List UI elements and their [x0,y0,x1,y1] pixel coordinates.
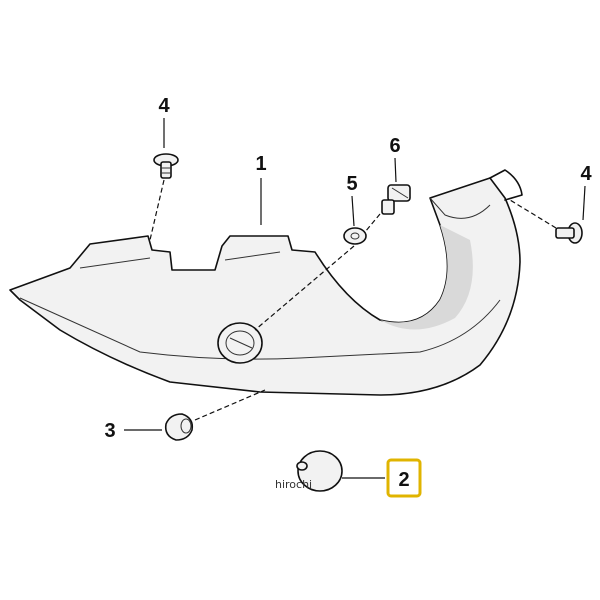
callout-6: 6 [389,135,400,157]
screw-4-left [153,153,179,179]
bolt-6 [381,184,411,215]
grommet-3 [164,413,194,441]
callout-3: 3 [104,420,115,442]
cap-2 [296,450,343,492]
highlight-box [386,458,422,498]
mounting-ring [217,322,263,364]
watermark: hirochi [275,478,312,491]
callout-2: 2 [398,469,409,491]
leader-lines [124,118,586,479]
callout-1: 1 [255,153,266,175]
callout-4-left: 4 [158,95,170,117]
callout-4-right: 4 [580,163,592,185]
washer-5 [343,227,367,245]
belly-pan-part [9,169,523,396]
screw-4-right [555,222,583,244]
callout-5: 5 [346,173,357,195]
